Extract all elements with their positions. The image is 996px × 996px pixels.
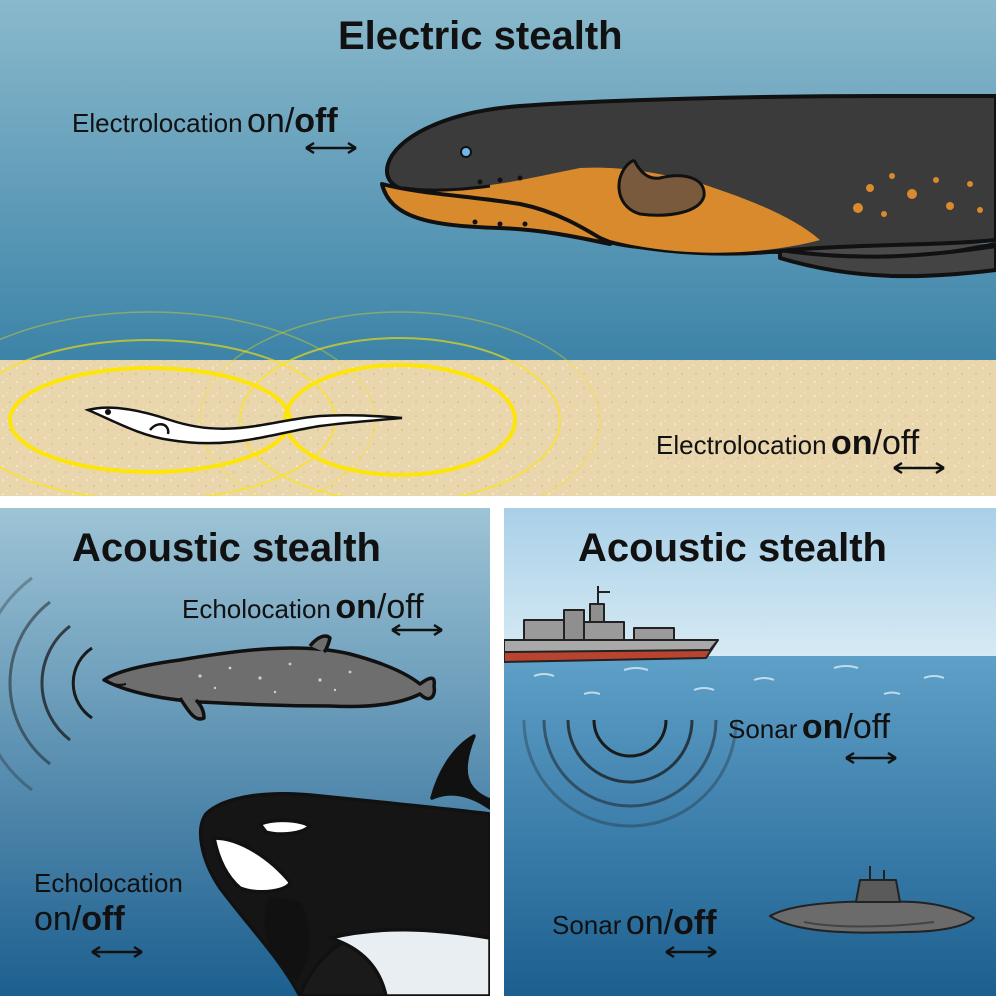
label-word: Echolocation: [182, 594, 331, 624]
label-off: off: [882, 424, 920, 462]
orca-echolocation-label: Echolocation on/off: [34, 870, 183, 936]
label-off: off: [673, 904, 717, 942]
acoustic-stealth-title-left: Acoustic stealth: [72, 526, 381, 570]
label-on: on: [831, 424, 873, 462]
label-off: off: [852, 708, 891, 746]
double-arrow-icon: [845, 751, 897, 765]
eel-spots: [853, 173, 983, 217]
label-slash: /: [71, 900, 82, 938]
prey-electrolocation-label: Electrolocation on/off: [656, 426, 919, 460]
label-word: Echolocation: [34, 868, 183, 898]
label-off: off: [81, 900, 125, 938]
eel-pores: [472, 175, 528, 227]
double-arrow-icon: [305, 141, 357, 155]
label-off: off: [386, 588, 424, 626]
label-on: on: [801, 708, 844, 746]
double-arrow-icon: [391, 623, 443, 637]
whale-speckles: [198, 662, 352, 694]
label-slash: /: [663, 904, 674, 942]
electric-eel: [380, 94, 996, 279]
label-slash: /: [376, 588, 387, 626]
sonar-scene: [504, 508, 996, 996]
beaked-whale: [102, 634, 437, 721]
warship: [504, 586, 719, 663]
ship-sonar-label: Sonar on/off: [728, 710, 890, 744]
double-arrow-icon: [91, 945, 143, 959]
sea: [504, 656, 996, 996]
acoustic-stealth-whale-panel: Acoustic stealth Echolocation on/off Ech…: [0, 508, 490, 996]
sub-sonar-label: Sonar on/off: [552, 906, 717, 940]
label-word: Sonar: [728, 714, 798, 744]
label-slash: /: [284, 102, 295, 140]
orca: [199, 734, 490, 996]
electric-scene: [0, 0, 996, 496]
whale-echolocation-label: Echolocation on/off: [182, 590, 424, 624]
electric-stealth-panel: Electric stealth Electrolocation on/off …: [0, 0, 996, 496]
double-arrow-icon: [665, 945, 717, 959]
label-word: Sonar: [552, 910, 622, 940]
label-word: Electrolocation: [656, 430, 827, 460]
label-slash: /: [843, 708, 853, 746]
label-on: on: [625, 904, 664, 942]
echolocation-waves: [0, 576, 93, 792]
label-on: on: [335, 588, 377, 626]
label-off: off: [294, 102, 338, 140]
double-arrow-icon: [893, 461, 945, 475]
predator-electrolocation-label: Electrolocation on/off: [72, 104, 338, 138]
label-on: on: [34, 900, 72, 938]
submarine: [769, 866, 975, 934]
sonar-waves: [522, 719, 738, 828]
label-word: Electrolocation: [72, 108, 243, 138]
acoustic-stealth-title-right: Acoustic stealth: [578, 526, 887, 570]
electric-stealth-title: Electric stealth: [338, 14, 623, 58]
knifefish-prey: [84, 406, 403, 445]
acoustic-stealth-sonar-panel: Acoustic stealth Sonar on/off Sonar on/o…: [504, 508, 996, 996]
label-on: on: [247, 102, 285, 140]
label-slash: /: [872, 424, 882, 462]
whale-scene: [0, 508, 490, 996]
surface-ripples: [533, 665, 945, 695]
